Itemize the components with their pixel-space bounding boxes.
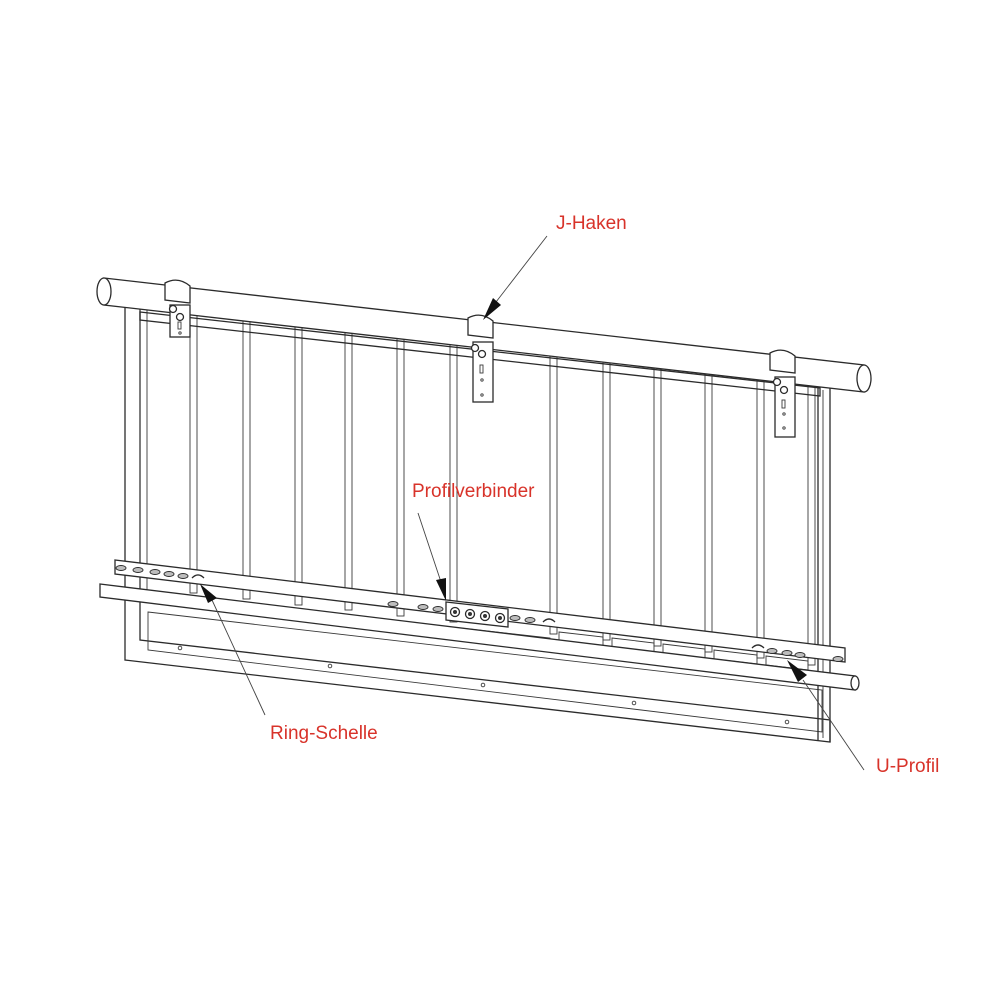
profile-connector bbox=[445, 601, 509, 628]
j-hook-center bbox=[467, 314, 494, 403]
leader-j-haken bbox=[483, 235, 548, 320]
j-hook-left bbox=[164, 279, 191, 338]
label-ring-schelle: Ring-Schelle bbox=[270, 723, 378, 744]
label-profilverbinder: Profilverbinder bbox=[412, 481, 535, 502]
label-j-haken: J-Haken bbox=[556, 213, 627, 234]
label-u-profil: U-Profil bbox=[876, 756, 940, 777]
leader-profilverbinder bbox=[417, 512, 446, 601]
leader-u-profil bbox=[787, 660, 865, 771]
leader-ring-schelle bbox=[200, 584, 266, 716]
j-hook-right bbox=[769, 349, 796, 438]
